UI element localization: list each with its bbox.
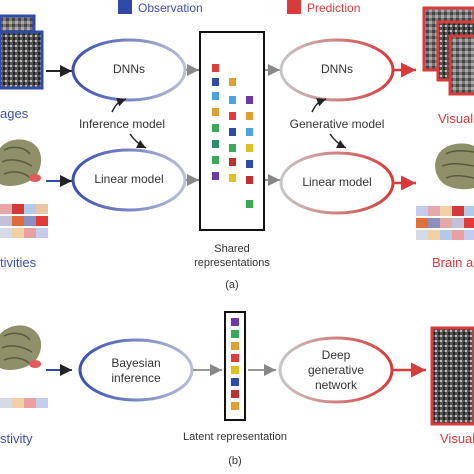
legend-prediction-label: Prediction xyxy=(307,1,361,15)
linear-left-node xyxy=(71,148,187,212)
left-images-label: ages xyxy=(0,106,29,121)
predicted-activity-grid xyxy=(416,206,474,240)
arrow-generative-up xyxy=(311,97,327,113)
latent-label: Latent representation xyxy=(183,431,287,443)
generative-model-label: Generative model xyxy=(289,117,385,131)
panel-a-caption: (a) xyxy=(225,279,239,291)
observed-brain xyxy=(0,139,42,186)
inference-model-label: Inference model xyxy=(78,117,166,131)
right-visual-label: Visual xyxy=(438,111,474,126)
panel-b-reconstructed-image xyxy=(430,326,474,426)
right-brain-label: Brain a xyxy=(432,255,474,270)
panel-b-right-label: Visual xyxy=(440,431,474,446)
predicted-brain xyxy=(435,143,474,190)
deep-label-line1: Deep xyxy=(321,348,351,362)
legend-prediction-swatch xyxy=(287,0,301,14)
linear-right-label: Linear model xyxy=(302,175,372,189)
arrow-generative-down xyxy=(329,133,347,149)
bayesian-node xyxy=(78,338,194,402)
shared-representation-cells xyxy=(212,64,253,208)
deep-label-line3: network xyxy=(314,378,358,392)
observed-activity-grid xyxy=(0,204,48,238)
observed-images-stack xyxy=(0,14,44,90)
panel-b-caption: (b) xyxy=(228,455,242,467)
dnn-left-label: DNNs xyxy=(113,62,145,76)
deep-generative-node xyxy=(278,336,394,404)
latent-representation-cells xyxy=(231,318,239,410)
shared-label-line2: representations xyxy=(194,257,270,269)
predicted-images-stack xyxy=(422,6,474,96)
dnn-left-node xyxy=(71,38,187,102)
bayesian-label-line2: inference xyxy=(111,371,161,385)
legend-observation-swatch xyxy=(118,0,132,14)
linear-right-node xyxy=(279,151,395,215)
panel-b-brain xyxy=(0,325,42,370)
dnn-right-node xyxy=(279,38,395,102)
dnn-right-label: DNNs xyxy=(321,62,353,76)
left-activities-label: tivities xyxy=(0,255,37,270)
bayesian-label-line1: Bayesian xyxy=(111,356,161,370)
arrow-inference-up xyxy=(111,97,127,113)
panel-b-left-label: stivity xyxy=(0,431,33,446)
shared-label-line1: Shared xyxy=(214,243,250,255)
arrow-inference-down xyxy=(129,133,147,149)
deep-label-line2: generative xyxy=(307,363,365,377)
linear-left-label: Linear model xyxy=(94,172,164,186)
legend-observation-label: Observation xyxy=(138,1,203,15)
panel-b-activity-grid xyxy=(0,398,48,408)
